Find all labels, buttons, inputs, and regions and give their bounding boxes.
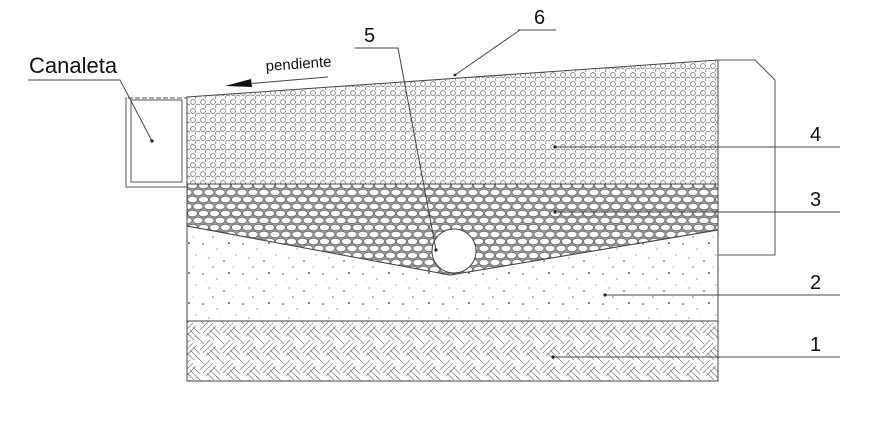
label-4: 4 — [810, 124, 821, 146]
canaleta-label: Canaleta — [29, 53, 118, 78]
label-5: 5 — [364, 25, 375, 47]
label-3: 3 — [810, 189, 821, 211]
slope-arrow-icon — [225, 79, 252, 87]
drain-pipe — [431, 228, 477, 274]
canaleta-channel — [125, 97, 187, 188]
label-2: 2 — [810, 272, 821, 294]
layer-4-fill — [186, 59, 719, 185]
label-1: 1 — [810, 334, 821, 356]
label-6: 6 — [534, 7, 545, 29]
layer-1-subgrade — [186, 320, 719, 382]
pendiente-label: pendiente — [265, 53, 332, 75]
layer-bracket — [718, 59, 776, 256]
leader-dots — [150, 73, 607, 359]
leader-lines — [28, 29, 840, 358]
